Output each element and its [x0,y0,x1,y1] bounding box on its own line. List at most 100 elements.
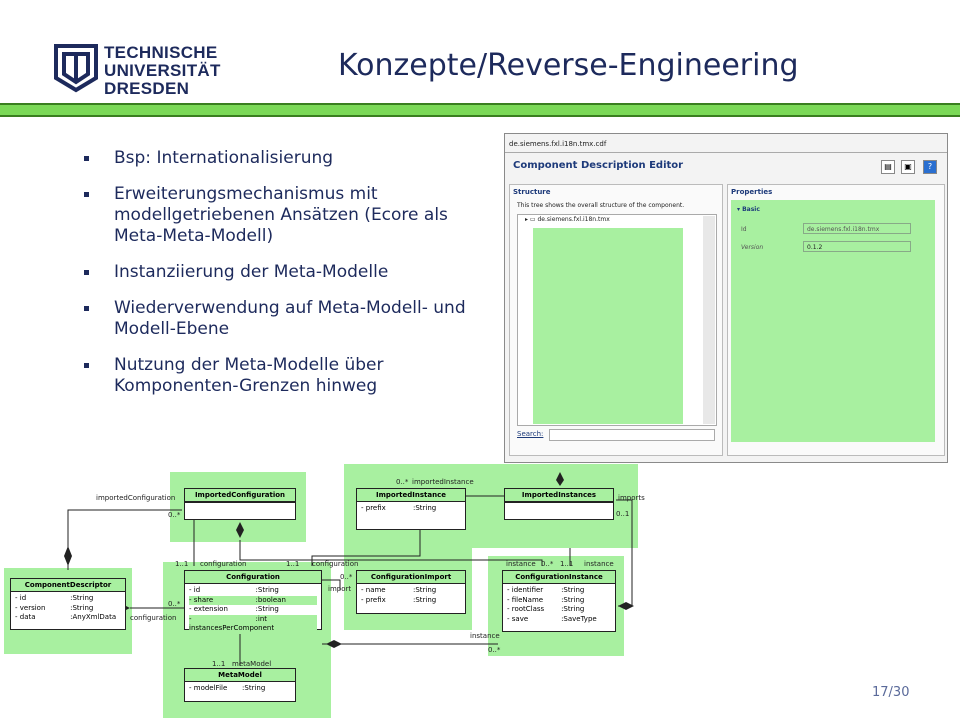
bullet-text: Instanziierung der Meta-Modelle [114,262,389,282]
class-attribute: - fileName :String [507,596,611,606]
version-label: Version [741,244,764,251]
role-label: import [328,585,352,593]
attr-name: - name [361,586,386,594]
role-label: imports [618,494,645,502]
editor-tab-divider [505,152,947,153]
tree-root-item: ▸ ▭ de.siemens.fxl.i18n.tmx [525,216,610,223]
class-attribute: - rootClass:String [507,605,611,615]
uml-class-imported-instances: ImportedInstances [504,488,614,520]
class-name: ComponentDescriptor [11,579,125,592]
attr-name: - extension [189,605,228,613]
class-attribute: - modelFile:String [189,684,291,694]
class-name: ImportedInstance [357,489,465,502]
role-label: metaModel [232,660,272,668]
bullet-item: Nutzung der Meta-Modelle über Komponente… [80,355,480,397]
attr-name: - prefix [361,504,386,512]
uml-class-imported-instance: ImportedInstance - prefix:String [356,488,466,530]
bullet-marker [84,270,89,275]
bullet-text: Erweiterungsmechanismus mit modellgetrie… [114,184,448,246]
structure-highlight [533,228,683,424]
attr-name: - fileName [507,595,544,604]
class-name: ConfigurationInstance [503,571,615,584]
role-label: instance [506,560,536,568]
search-label: Search: [517,430,544,438]
uml-class-configuration-instance: ConfigurationInstance - identifier:Strin… [502,570,616,632]
tree-scrollbar [703,216,715,424]
class-name: ConfigurationImport [357,571,465,584]
university-line-1: TECHNISCHE [104,43,218,62]
attr-name: - share [189,595,214,604]
attr-type: :int [255,614,268,623]
multiplicity-label: 0..* [396,478,409,486]
class-attribute: - data:AnyXmlData [15,613,121,623]
uml-class-imported-configuration: ImportedConfiguration [184,488,296,520]
attr-name: - id [189,586,201,594]
bullet-marker [84,363,89,368]
uml-class-component-descriptor: ComponentDescriptor - id:String - versio… [10,578,126,630]
bullet-list: Bsp: Internationalisierung Erweiterungsm… [80,148,480,412]
properties-highlight-lower [731,276,935,442]
tree-root-label: de.siemens.fxl.i18n.tmx [537,216,610,223]
uml-class-configuration: Configuration - id :String - share:boolea… [184,570,322,634]
class-name: Configuration [185,571,321,584]
attr-type: :SaveType [561,614,597,623]
multiplicity-label: 0..* [488,646,501,654]
class-attribute: - share:boolean [189,595,317,605]
multiplicity-label: 0..* [168,511,181,519]
role-label: instance [470,632,500,640]
class-name: MetaModel [185,669,295,682]
attr-name: - identifier [507,586,544,594]
university-name: TECHNISCHE UNIVERSITÄT DRESDEN [104,44,221,98]
bullet-marker [84,306,89,311]
structure-description: This tree shows the overall structure of… [517,202,685,209]
component-editor-screenshot: de.siemens.fxl.i18n.tmx.cdf Component De… [504,133,948,463]
basic-label: Basic [742,206,760,213]
class-attribute: - save:SaveType [507,615,611,625]
tu-dresden-logo [54,44,98,93]
attr-type: :AnyXmlData [70,613,117,621]
bullet-item: Instanziierung der Meta-Modelle [80,262,480,283]
bullet-text: Nutzung der Meta-Modelle über Komponente… [114,355,384,396]
editor-tab: de.siemens.fxl.i18n.tmx.cdf [509,140,607,148]
role-label: instance [584,560,614,568]
title-divider-bar [0,103,960,117]
class-empty-compartment [185,502,295,509]
properties-heading: Properties [731,188,773,196]
bullet-item: Wiederverwendung auf Meta-Modell- und Mo… [80,298,480,340]
attr-type: :String [255,586,279,594]
class-attribute: - prefix:String [361,504,461,514]
multiplicity-label: 0..1 [616,510,630,518]
attr-type: :String [561,595,585,604]
university-line-2: UNIVERSITÄT [104,61,221,80]
attr-type: :String [255,605,279,613]
id-label: Id [741,226,747,233]
attr-name: - modelFile [189,684,228,692]
class-name: ImportedInstances [505,489,613,502]
multiplicity-label: 0..* [168,600,181,608]
attr-name: - version [15,603,46,612]
attr-type: :String [413,595,437,604]
bullet-text: Bsp: Internationalisierung [114,148,334,168]
slide-title: Konzepte/Reverse-Engineering [338,48,799,83]
bullet-text: Wiederverwendung auf Meta-Modell- und Mo… [114,298,466,339]
attr-type: :String [561,605,585,613]
multiplicity-label: 1..1 [175,560,189,568]
university-line-3: DRESDEN [104,79,190,98]
multiplicity-label: 1..1 [212,660,226,668]
multiplicity-label: 0..* [541,560,554,568]
multiplicity-label: 1..1 [286,560,300,568]
bullet-item: Bsp: Internationalisierung [80,148,480,169]
attr-name: - instancesPerComponent [189,614,275,633]
role-label: configuration [312,560,359,568]
attr-name: - prefix [361,595,386,604]
class-attribute: - version:String [15,604,121,614]
role-label: importedConfiguration [96,494,176,502]
editor-button-1: ▤ [881,160,895,174]
class-attribute: - name :String [361,586,461,596]
class-attribute: - identifier:String [507,586,611,596]
attr-type: :String [413,586,437,594]
bullet-marker [84,192,89,197]
multiplicity-label: 0..* [340,573,353,581]
id-value: de.siemens.fxl.i18n.tmx [807,226,880,233]
class-attribute: - extension :String [189,605,317,615]
